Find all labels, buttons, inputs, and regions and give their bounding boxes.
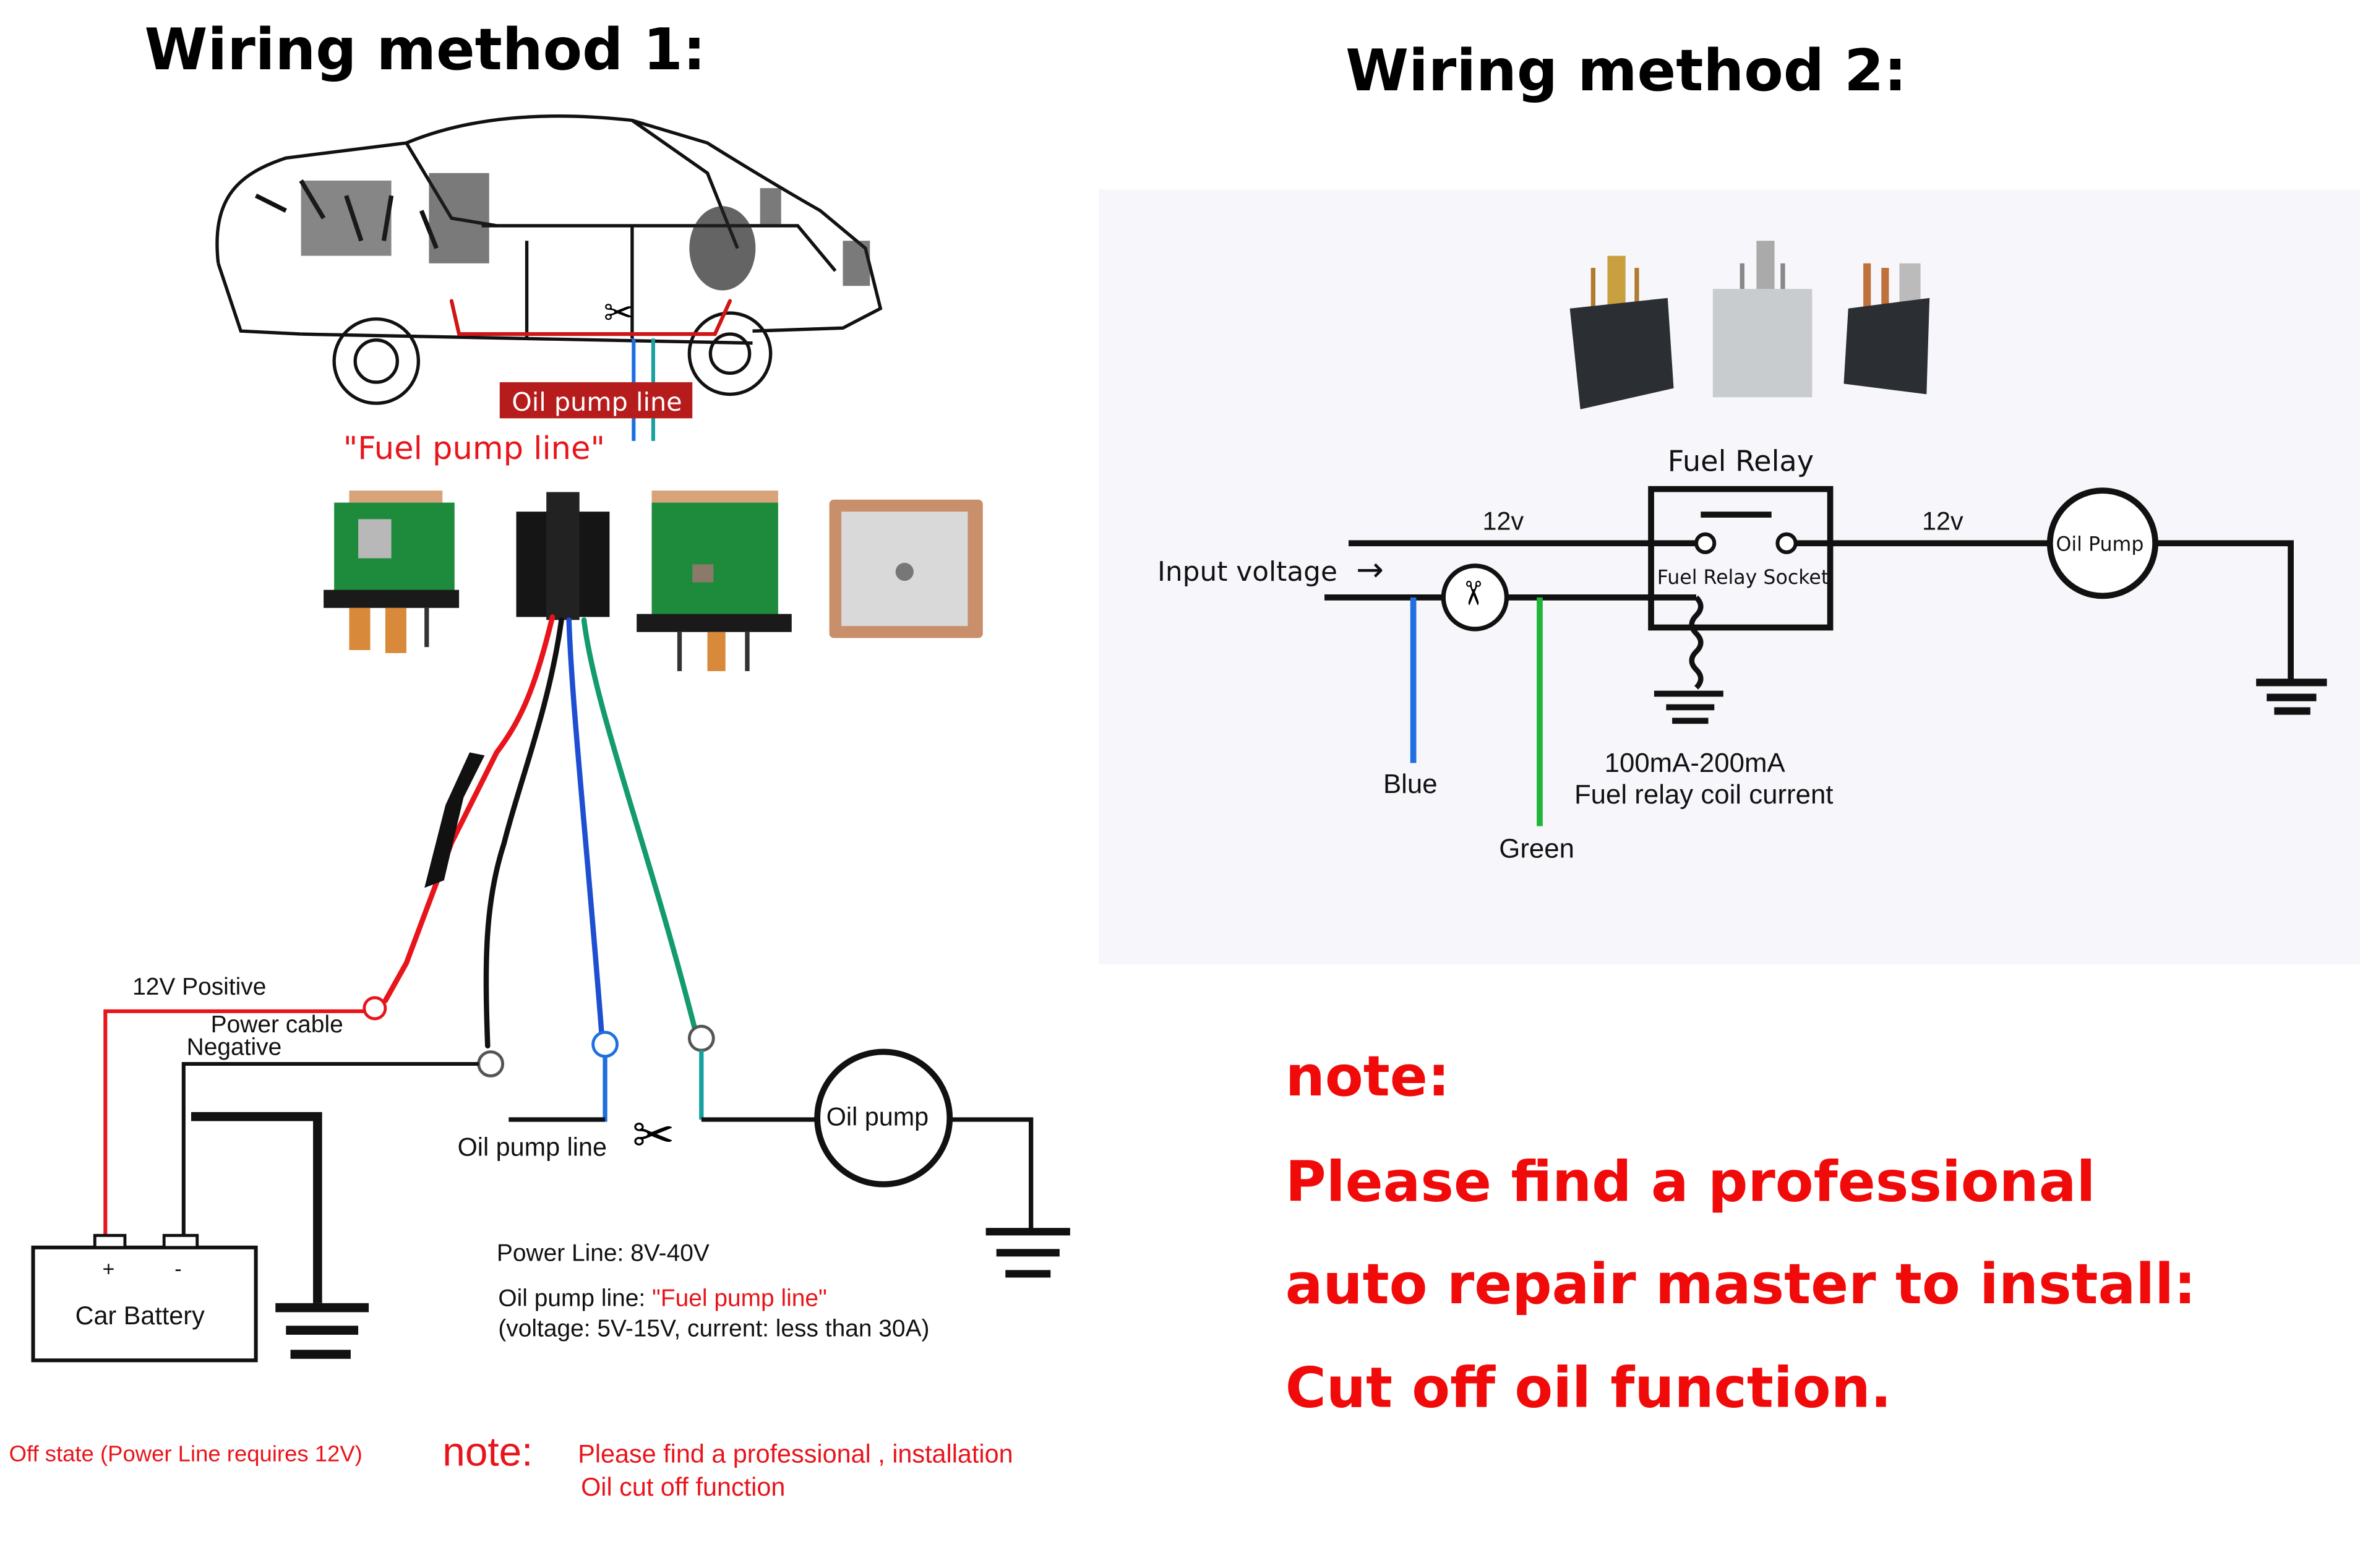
scissors-icon: ✂ <box>632 1107 675 1164</box>
note-line2: auto repair master to install: <box>1285 1252 2196 1317</box>
relay-photo-black <box>1569 255 1674 409</box>
arrow-right-icon: → <box>1356 550 1384 589</box>
relay-contact-right <box>1775 532 1798 554</box>
battery-plus: + <box>102 1257 114 1281</box>
voltage-right: 12v <box>1922 507 1963 535</box>
fuel-pump-line-label: "Fuel pump line" <box>343 431 605 467</box>
voltage-left: 12v <box>1483 507 1524 535</box>
relay-socket-label: Fuel Relay Socket <box>1657 567 1829 589</box>
oil-pump-line-label: Oil pump line <box>458 1133 607 1161</box>
footer-note-label: note: <box>442 1429 533 1475</box>
current-range-label: 100mA-200mA <box>1605 748 1786 778</box>
input-voltage-label: Input voltage <box>1157 556 1337 588</box>
negative-lead <box>181 1061 479 1237</box>
ground-icon <box>985 1228 1070 1278</box>
footer-note-line1: Please find a professional , installatio… <box>578 1440 1013 1468</box>
relay-contact-left <box>1694 532 1717 554</box>
blue-lead <box>508 1056 607 1122</box>
blue-wire <box>566 617 605 1041</box>
fuel-relay-title: Fuel Relay <box>1668 444 1814 478</box>
scissors-icon: ✂ <box>604 293 634 333</box>
power-line-spec: Power Line: 8V-40V <box>497 1240 710 1267</box>
tracker-module-2 <box>637 491 792 672</box>
oil-pump-line-tag-text: Oil pump line <box>512 387 682 417</box>
blue-terminal <box>591 1030 619 1058</box>
ground-icon <box>2256 679 2327 715</box>
voltage-current-spec: (voltage: 5V-15V, current: less than 30A… <box>498 1315 929 1342</box>
ground-icon <box>1654 690 1723 724</box>
method2-title: Wiring method 2: <box>1345 37 1907 104</box>
oil-pump-label: Oil pump <box>826 1103 929 1131</box>
relay-photo-grey <box>1712 241 1813 398</box>
ground-lead-1 <box>191 1112 322 1303</box>
black-wire <box>483 617 564 1049</box>
positive-lead <box>103 1009 364 1237</box>
battery-minus: - <box>174 1257 181 1281</box>
oil-pump-line-tag <box>499 382 693 419</box>
battery-label: Car Battery <box>75 1301 205 1330</box>
note-line3: Cut off oil function. <box>1285 1356 1892 1421</box>
coil-current-label: Fuel relay coil current <box>1574 779 1834 810</box>
off-state-label: Off state (Power Line requires 12V) <box>9 1441 363 1466</box>
car-illustration <box>215 114 883 405</box>
fuel-relay-box <box>1648 486 1834 631</box>
relay-photo-dark <box>1843 263 1930 395</box>
power-cable-label: Power cable <box>211 1011 343 1038</box>
ground-icon <box>275 1303 369 1359</box>
method1-title: Wiring method 1: <box>145 16 706 83</box>
car-fuel-line <box>449 299 732 336</box>
tracker-module-1 <box>324 491 460 653</box>
green-label: Green <box>1499 834 1574 864</box>
negative-label: Negative <box>187 1034 282 1060</box>
positive-label: 12V Positive <box>132 974 266 1000</box>
car-battery <box>31 1245 258 1363</box>
green-wire <box>581 617 698 1034</box>
footer-note-line2: Oil cut off function <box>581 1473 785 1501</box>
green-terminal <box>687 1024 715 1052</box>
negative-terminal <box>477 1050 505 1077</box>
relay-socket <box>516 492 610 620</box>
fuse-holder <box>424 752 485 888</box>
oil-pump-label-m2: Oil Pump <box>2056 533 2144 555</box>
blue-label: Blue <box>1383 769 1438 799</box>
positive-terminal <box>363 996 387 1021</box>
red-wire <box>382 614 556 1004</box>
note-label: note: <box>1285 1044 1450 1109</box>
gps-antenna <box>829 499 983 638</box>
relay-coil <box>1689 595 1704 690</box>
note-line1: Please find a professional <box>1285 1149 2096 1214</box>
scissors-icon: ✂ <box>1454 580 1490 607</box>
oil-pump-line-spec: Oil pump line: "Fuel pump line" <box>498 1285 827 1312</box>
